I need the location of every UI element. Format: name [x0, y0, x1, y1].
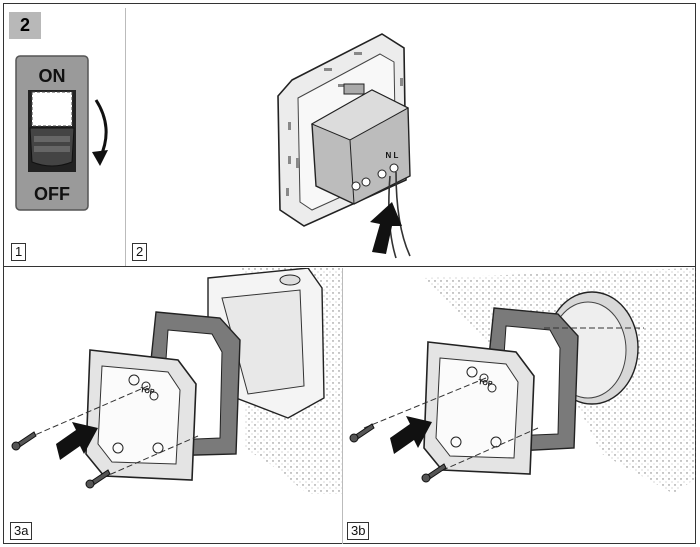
switch-on-label: ON: [39, 66, 66, 86]
panel-label-3b: 3b: [347, 522, 370, 540]
screw-icon-3: [349, 423, 375, 443]
step-badge: 2: [9, 12, 41, 39]
frame-top-label-3b: TOP: [478, 379, 493, 388]
screw-icon-4: [421, 463, 447, 483]
panel-divider-horizontal: [3, 266, 696, 267]
mount-3b-illustration: TOP: [349, 268, 696, 494]
panel-label-1: 1: [11, 243, 27, 261]
screw-icon-1: [11, 431, 37, 451]
panel-divider-bottom: [342, 268, 343, 544]
mount-3a-illustration: TOP: [11, 268, 342, 494]
rotate-arrow-icon: [94, 99, 108, 159]
insert-illustration: N L: [277, 33, 411, 259]
push-arrow-3b-icon: [390, 416, 432, 454]
frame-top-label: TOP: [140, 387, 155, 396]
push-arrow-3a-icon: [56, 422, 98, 460]
panel-label-3a: 3a: [10, 522, 33, 540]
switch-off-label: OFF: [34, 184, 70, 204]
panel-label-2: 2: [132, 243, 148, 261]
screw-icon-2: [85, 469, 111, 489]
push-arrow-icon: [370, 202, 402, 254]
panel-divider-top: [125, 8, 126, 266]
switch-illustration: ON OFF: [15, 55, 108, 211]
terminal-labels: N L: [386, 151, 399, 160]
switch-lever-ghost: [31, 91, 73, 127]
